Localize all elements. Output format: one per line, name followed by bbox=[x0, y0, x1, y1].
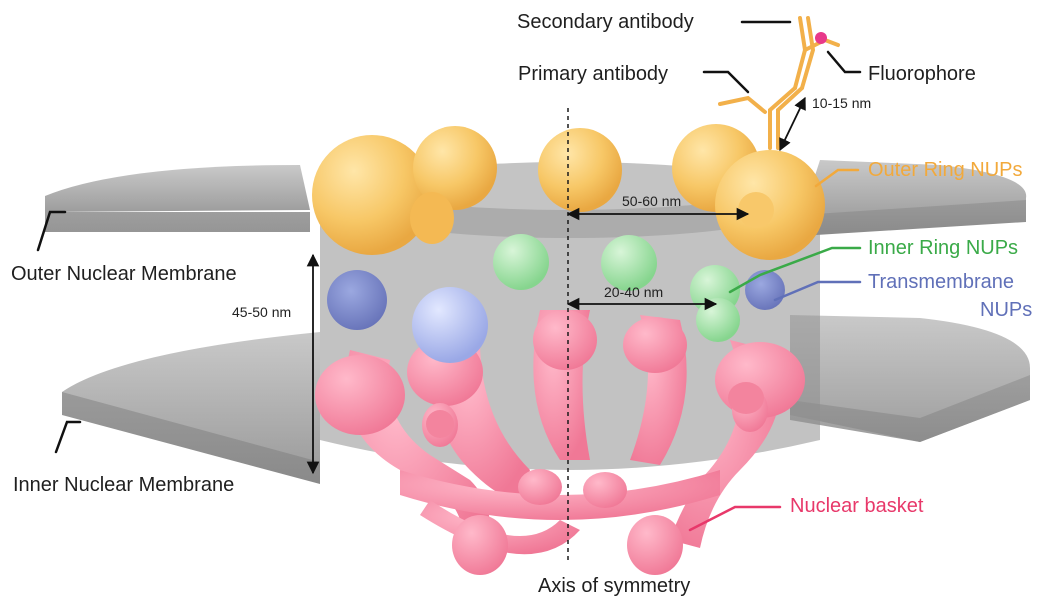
inner-radius-label: 20-40 nm bbox=[604, 285, 663, 299]
outer-nuclear-membrane-label: Outer Nuclear Membrane bbox=[11, 264, 237, 284]
outer-radius-label: 50-60 nm bbox=[622, 194, 681, 208]
secondary-antibody-label: Secondary antibody bbox=[517, 12, 694, 32]
nuclear-basket-label: Nuclear basket bbox=[790, 496, 923, 516]
membrane-spacing-label: 45-50 nm bbox=[232, 305, 291, 319]
inner-ring-nups-label: Inner Ring NUPs bbox=[868, 238, 1018, 258]
antibody-distance-label: 10-15 nm bbox=[812, 96, 871, 110]
outer-ring-nups-label: Outer Ring NUPs bbox=[868, 160, 1023, 180]
fluorophore-dot bbox=[815, 32, 827, 44]
fluorophore-label: Fluorophore bbox=[868, 64, 976, 84]
transmembrane-label-line2: NUPs bbox=[980, 300, 1032, 320]
transmembrane-label-line1: Transmembrane bbox=[868, 272, 1014, 292]
inner-nuclear-membrane-label: Inner Nuclear Membrane bbox=[13, 475, 234, 495]
axis-of-symmetry-label: Axis of symmetry bbox=[538, 576, 690, 596]
primary-antibody-label: Primary antibody bbox=[518, 64, 668, 84]
